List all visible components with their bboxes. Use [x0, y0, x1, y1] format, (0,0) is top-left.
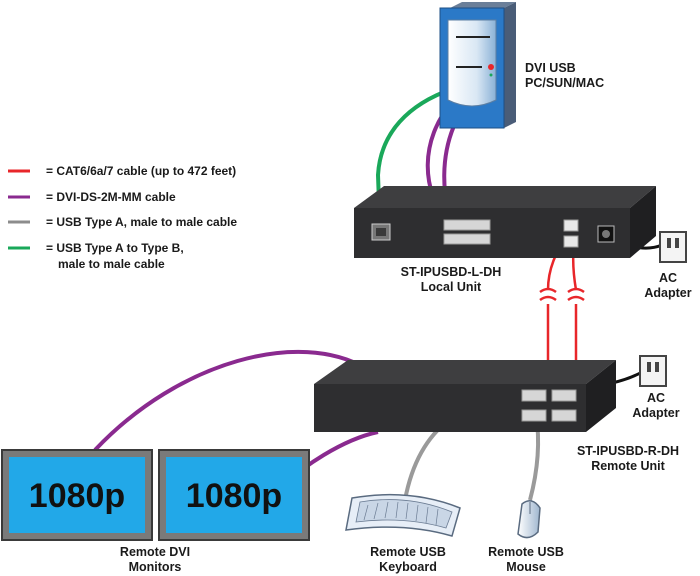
- remote-unit-top: [314, 360, 616, 384]
- remote-usb-port-2: [551, 389, 577, 402]
- local-unit: [354, 186, 656, 258]
- monitor-left-resolution: 1080p: [29, 477, 125, 515]
- ac-outlet-remote-slot-1: [647, 362, 651, 372]
- ac-adapter-bottom-line2: Adapter: [632, 406, 679, 420]
- computer-tower: [439, 2, 516, 129]
- mouse: [517, 500, 541, 539]
- local-dvi-port-1: [443, 219, 491, 231]
- ac-adapter-top-line1: AC: [659, 271, 677, 285]
- legend-label-dvi: = DVI-DS-2M-MM cable: [46, 190, 176, 204]
- ac-outlet-local-slot-1: [667, 238, 671, 248]
- remote-usb-port-4: [551, 409, 577, 422]
- legend-item-usb-ab: = USB Type A to Type B, male to male cab…: [8, 241, 184, 271]
- monitor-right-resolution: 1080p: [186, 477, 282, 515]
- tower-power-led: [488, 64, 494, 70]
- legend-item-cat6: = CAT6/6a/7 cable (up to 472 feet): [8, 164, 236, 178]
- cable-cat6-group: [539, 231, 585, 362]
- remote-usb-port-3: [521, 409, 547, 422]
- remote-unit-label-line2: Remote Unit: [591, 459, 665, 473]
- mouse-body: [517, 500, 541, 539]
- ac-adapter-local: [659, 231, 687, 263]
- monitor-left: 1080p: [1, 449, 153, 541]
- tower-panel: [447, 19, 497, 107]
- monitor-right: 1080p: [158, 449, 310, 541]
- monitor-left-screen: [9, 457, 145, 533]
- local-unit-front: [354, 208, 630, 258]
- tower-side: [504, 2, 516, 128]
- monitor-right-screen: [166, 457, 302, 533]
- keyboard: [345, 493, 461, 537]
- remote-usb-port-1: [521, 389, 547, 402]
- ac-outlet-remote-slot-2: [655, 362, 659, 372]
- local-unit-label-line2: Local Unit: [421, 280, 482, 294]
- keyboard-key-grid: [363, 501, 439, 526]
- legend-label-usb-ab: = USB Type A to Type B,: [46, 241, 184, 255]
- local-dvi-port-2: [443, 233, 491, 245]
- legend-label-usb-ab-line2: male to male cable: [58, 257, 165, 271]
- legend-item-dvi: = DVI-DS-2M-MM cable: [8, 190, 176, 204]
- ac-outlet-remote: [639, 355, 667, 387]
- cable-break-2a: [567, 287, 585, 294]
- ac-outlet-local: [659, 231, 687, 263]
- tower-activity-led: [489, 73, 493, 77]
- local-usb-b-port-inner: [376, 228, 386, 236]
- local-unit-top: [354, 186, 656, 208]
- cable-ac-remote: [611, 370, 643, 385]
- legend-label-usb-a: = USB Type A, male to male cable: [46, 215, 237, 229]
- cable-break-2b: [567, 295, 585, 302]
- tower-top: [450, 2, 516, 8]
- keyboard-keys: [355, 499, 453, 529]
- ac-outlet-local-slot-2: [675, 238, 679, 248]
- legend: = CAT6/6a/7 cable (up to 472 feet) = DVI…: [8, 164, 237, 271]
- local-unit-label-line1: ST-IPUSBD-L-DH: [401, 265, 502, 279]
- legend-item-usb-a: = USB Type A, male to male cable: [8, 215, 237, 229]
- monitors-label-line1: Remote DVI: [120, 545, 190, 559]
- computer-label-line1: DVI USB: [525, 61, 576, 75]
- remote-unit: [314, 360, 616, 432]
- cable-dvi-remote-1: [93, 349, 367, 452]
- ac-adapter-top-line2: Adapter: [644, 286, 691, 300]
- ac-adapter-remote: [639, 355, 667, 387]
- local-rj45-port-1: [563, 219, 579, 232]
- monitors-label-line2: Monitors: [129, 560, 182, 574]
- cable-break-1a: [539, 287, 557, 294]
- local-unit-side: [630, 186, 656, 258]
- mouse-label-line1: Remote USB: [488, 545, 564, 559]
- local-power-jack-pin: [602, 230, 610, 238]
- mouse-label-line2: Mouse: [506, 560, 546, 574]
- computer-label-line2: PC/SUN/MAC: [525, 76, 604, 90]
- legend-label-cat6: = CAT6/6a/7 cable (up to 472 feet): [46, 164, 236, 178]
- ac-adapter-bottom-line1: AC: [647, 391, 665, 405]
- keyboard-label-line1: Remote USB: [370, 545, 446, 559]
- cable-break-1b: [539, 295, 557, 302]
- keyboard-label-line2: Keyboard: [379, 560, 437, 574]
- local-rj45-port-2: [563, 235, 579, 248]
- remote-unit-side: [586, 360, 616, 432]
- remote-unit-label-line1: ST-IPUSBD-R-DH: [577, 444, 679, 458]
- cable-usb-ab: [375, 90, 445, 231]
